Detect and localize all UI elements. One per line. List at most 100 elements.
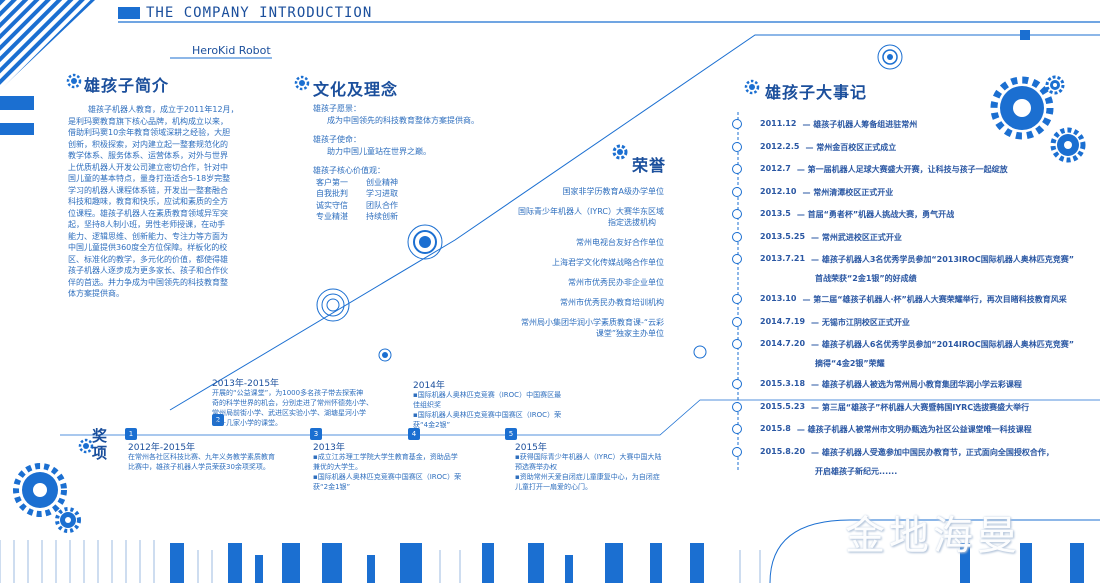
timeline-dot-icon	[732, 254, 742, 264]
culture-block: 雄孩子愿景： 成为中国领先的科技教育整体方案提供商。 雄孩子使命： 助力中国儿童…	[313, 103, 543, 223]
event-desc: — 雄孩子机器人筹备组进驻常州	[802, 120, 918, 129]
event-desc: — 第一届机器人足球大赛盛大开赛，让科技与孩子一起绽放	[796, 165, 1008, 174]
intro-line: 借助利玛窦10余年教育领域深耕之经验，大胆	[68, 128, 231, 137]
event-desc: — 首届“勇者杯”机器人挑战大赛，勇气开战	[796, 210, 955, 219]
event-sub: 摘得“4金2银”荣耀	[815, 359, 885, 368]
award-year: 2013年-2015年	[212, 379, 280, 389]
award-line: 常州局前街小学、武进区实验小学、湖塘星河小学	[212, 409, 366, 417]
honor-item: 常州局小集团华润小学素质教育课-“云彩课堂”独家主办单位	[520, 318, 664, 338]
timeline-dot-icon	[732, 379, 742, 389]
intro-line: 是利玛窦教育旗下核心品牌，机构成立以来，	[68, 116, 228, 126]
intro-line: 能力、逻辑思维、创新能力、专注力等方面为	[68, 231, 228, 241]
timeline-dot-icon	[732, 339, 742, 349]
event-text: 2013.10	[760, 294, 797, 303]
timeline-dot-icon	[732, 164, 742, 174]
award-line: 等十几家小学的课堂。	[212, 419, 282, 427]
award-line: ▪资助常州天爱自闭症儿童康复中心，为自闭症	[515, 473, 660, 481]
value-item: 诚实守信	[316, 200, 348, 210]
event-desc: — 常州金百校区正式成立	[805, 142, 897, 152]
intro-line: 创新，积极探索，对内建立起一整套规范化的	[68, 139, 228, 149]
award-year: 2015年	[515, 443, 547, 453]
culture-title: 文化及理念	[313, 80, 399, 99]
award-number-badge: 2	[212, 414, 224, 426]
event-text: 2013.5	[760, 209, 791, 218]
award-line: 在常州各社区科技比赛、九年义务教学素质教育	[128, 453, 275, 461]
values-label: 雄孩子核心价值观：	[313, 166, 385, 175]
honor-item: 常州电视台友好合作单位	[576, 238, 664, 247]
timeline-dot-icon	[732, 119, 742, 129]
award-line: 儿童打开一扇爱的心门。	[515, 483, 592, 491]
awards-title: 奖项	[92, 427, 108, 462]
event-text: 2015.8	[760, 424, 791, 433]
timeline-dot-icon	[732, 231, 742, 242]
award-number-badge: 4	[408, 428, 420, 440]
timeline-dot-icon	[732, 209, 742, 219]
honors-list: 国家非学历教育A级办学单位 国际青少年机器人（IYRC）大赛华东区域指定选拔机构…	[470, 186, 664, 339]
intro-line: 科技和趣味，教育和快乐，应试和素质的全方	[68, 197, 228, 206]
intro-line: 雄孩子机器人教育，成立于2011年12月，	[88, 105, 239, 114]
event-sub: 开启雄孩子新纪元......	[815, 466, 898, 476]
value-item: 自我批判	[316, 189, 348, 198]
event-desc: — 雄孩子机器人受邀参加中国民办教育节，正式面向全国授权合作，	[811, 447, 1054, 457]
value-item: 客户第一	[316, 177, 348, 187]
mission-text: 助力中国儿童站在世界之巅。	[327, 146, 431, 156]
piano-keys-decoration	[0, 540, 1100, 583]
values-row: 专业精湛持续创新	[313, 211, 543, 223]
award-line: 奇的科学世界的机会，分别走进了常州怀德苑小学、	[212, 399, 373, 407]
intro-text: 雄孩子机器人教育，成立于2011年12月， 是利玛窦教育旗下核心品牌，机构成立以…	[68, 104, 283, 300]
award-line: 获“2金1银”	[313, 483, 351, 491]
award-line: 获“4金2银”	[413, 421, 451, 429]
honor-item: 国际青少年机器人（IYRC）大赛华东区域指定选拔机构	[518, 207, 664, 227]
award-year: 2013年	[313, 443, 345, 453]
timeline-dot-icon	[732, 446, 742, 457]
page-header-title: THE COMPANY INTRODUCTION	[146, 5, 373, 21]
award-line: 开展的“公益课堂”，为1000多名孩子带去探索神	[212, 389, 364, 397]
event-text: 2013.5.25	[760, 231, 806, 241]
honor-item: 常州市优秀民办非企业单位	[568, 278, 664, 287]
award-line: 佳组织奖	[413, 401, 441, 409]
event-desc: — 常州清潭校区正式开业	[802, 187, 894, 197]
timeline-dot-icon	[732, 424, 742, 434]
intro-line: 位课程。雄孩子机器人在素质教育领域异军突	[68, 208, 228, 218]
award-year: 2014年	[413, 381, 445, 391]
award-line: 比赛中，雄孩子机器人学员荣获30余项奖项。	[128, 463, 270, 471]
award-line: ▪国际机器人奥林匹克竞赛（IROC）中国赛区最	[413, 391, 562, 399]
event-text: 2015.5.23	[760, 401, 806, 411]
value-item: 学习进取	[366, 189, 398, 198]
intro-line: 中国儿童提供360度全方位保障。样板化的校	[68, 243, 228, 252]
award-line: ▪成立江苏理工学院大学生教育基金，资助品学	[313, 453, 458, 461]
values-row: 自我批判 学习进取	[313, 188, 543, 200]
event-text: 2014.7.19	[760, 316, 806, 326]
intro-line: 孩子机器人逐步成为更多家长、孩子和合作伙	[68, 266, 228, 275]
brand-name: HeroKid Robot	[192, 44, 271, 57]
event-text: 2012.10	[760, 186, 797, 196]
intro-title: 雄孩子简介	[84, 76, 170, 95]
vision-label: 雄孩子愿景：	[313, 104, 361, 113]
award-number-badge: 3	[310, 428, 322, 440]
award-number-badge: 5	[505, 428, 517, 440]
intro-line: 国儿童的基本特点，量身打造适合5-18岁完整	[68, 174, 231, 183]
event-text: 2013.7.21	[760, 254, 806, 263]
event-desc: — 无锡市江阴校区正式开业	[811, 317, 910, 327]
event-desc: — 雄孩子机器人被常州市文明办甄选为社区公益课堂唯一科技课程	[796, 425, 1032, 434]
timeline-dot-icon	[732, 401, 742, 412]
timeline-dot-icon	[732, 294, 742, 304]
intro-line: 上优质机器人开发公司建立密切合作，针对中	[68, 162, 228, 172]
event-text: 2011.12	[760, 119, 797, 128]
event-desc: — 第三届“雄孩子”杯机器人大赛暨韩国IYRC选拔赛盛大举行	[811, 402, 1030, 412]
award-number-badge: 1	[125, 428, 137, 440]
event-desc: — 雄孩子机器人被选为常州局小教育集团华润小学云彩课程	[811, 380, 1022, 389]
event-text: 2014.7.20	[760, 339, 806, 348]
value-item: 团队合作	[366, 200, 398, 210]
event-desc: — 第二届“雄孩子机器人·杯”机器人大赛荣耀举行，再次目睹科技教育风采	[802, 295, 1067, 304]
events-title: 雄孩子大事记	[765, 83, 868, 102]
intro-line: 教学体系、服务体系、运营体系，对外与世界	[68, 151, 228, 160]
event-text: 2015.8.20	[760, 446, 806, 456]
vision-text: 成为中国领先的科技教育整体方案提供商。	[327, 115, 479, 125]
intro-line: 体方案提供商。	[68, 289, 124, 298]
event-text: 2012.7	[760, 164, 791, 173]
award-text: 开展的“公益课堂”，为1000多名孩子带去探索神奇的科学世界的机会，分别走进了常…	[212, 388, 412, 428]
timeline-dot-icon	[732, 186, 742, 197]
honors-title: 荣誉	[632, 156, 667, 175]
